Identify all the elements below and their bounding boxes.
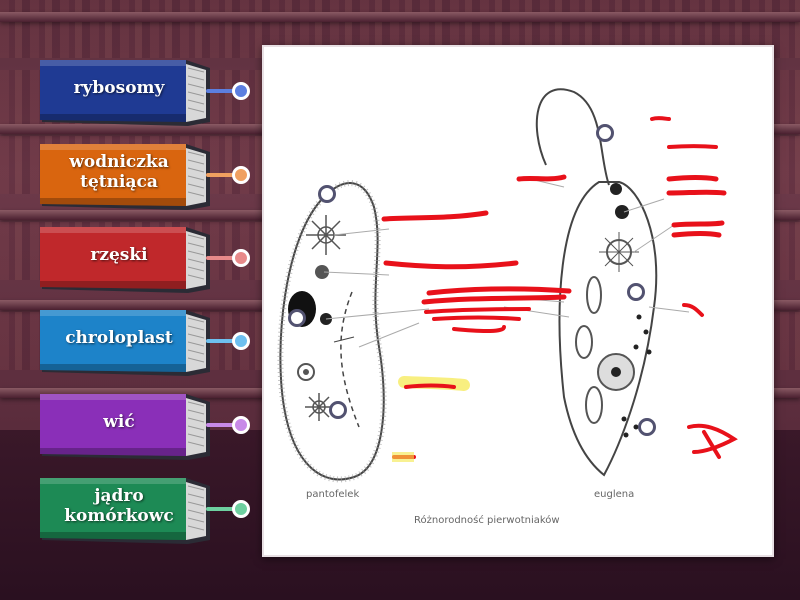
- label-connector: [206, 173, 240, 177]
- book-icon: [40, 310, 210, 376]
- book-icon: [40, 144, 210, 210]
- book-icon: [40, 478, 210, 544]
- book-icon: [40, 227, 210, 293]
- label-text: chroloplast: [65, 328, 173, 348]
- label-pin-rzeski[interactable]: [232, 249, 250, 267]
- book-icon: [40, 60, 210, 126]
- label-book-chroloplast[interactable]: chroloplast: [38, 308, 210, 376]
- label-text: rybosomy: [73, 78, 165, 98]
- label-text: wodniczka tętniąca: [69, 152, 169, 192]
- protozoa-diagram: [277, 88, 738, 483]
- label-pin-wodniczka[interactable]: [232, 166, 250, 184]
- label-book-rzeski[interactable]: rzęski: [38, 225, 210, 293]
- label-book-wodniczka[interactable]: wodniczka tętniąca: [38, 142, 210, 210]
- label-book-wic[interactable]: wić: [38, 392, 210, 460]
- label-text: jądro komórkowc: [64, 486, 174, 526]
- left-caption: pantofelek: [306, 489, 360, 500]
- diagram-panel: pantofelek euglena Różnorodność pierwotn…: [262, 45, 774, 557]
- drop-target-1[interactable]: [318, 185, 336, 203]
- label-pin-rybosomy[interactable]: [232, 82, 250, 100]
- drop-target-6[interactable]: [638, 418, 656, 436]
- bottom-caption: Różnorodność pierwotniaków: [414, 515, 560, 526]
- label-connector: [206, 423, 240, 427]
- label-connector: [206, 339, 240, 343]
- book-icon: [40, 394, 210, 460]
- label-pin-chroloplast[interactable]: [232, 332, 250, 350]
- label-book-rybosomy[interactable]: rybosomy: [38, 58, 210, 126]
- label-connector: [206, 256, 240, 260]
- drop-target-4[interactable]: [596, 124, 614, 142]
- drop-target-3[interactable]: [329, 401, 347, 419]
- label-book-jadro[interactable]: jądro komórkowc: [38, 476, 210, 544]
- label-text: rzęski: [90, 245, 148, 265]
- label-connector: [206, 507, 240, 511]
- label-text: wić: [103, 412, 135, 432]
- drop-target-2[interactable]: [288, 309, 306, 327]
- drop-target-5[interactable]: [627, 283, 645, 301]
- label-pin-jadro[interactable]: [232, 500, 250, 518]
- right-caption: euglena: [594, 489, 635, 500]
- shelf-board: [0, 12, 800, 22]
- label-pin-wic[interactable]: [232, 416, 250, 434]
- label-connector: [206, 89, 240, 93]
